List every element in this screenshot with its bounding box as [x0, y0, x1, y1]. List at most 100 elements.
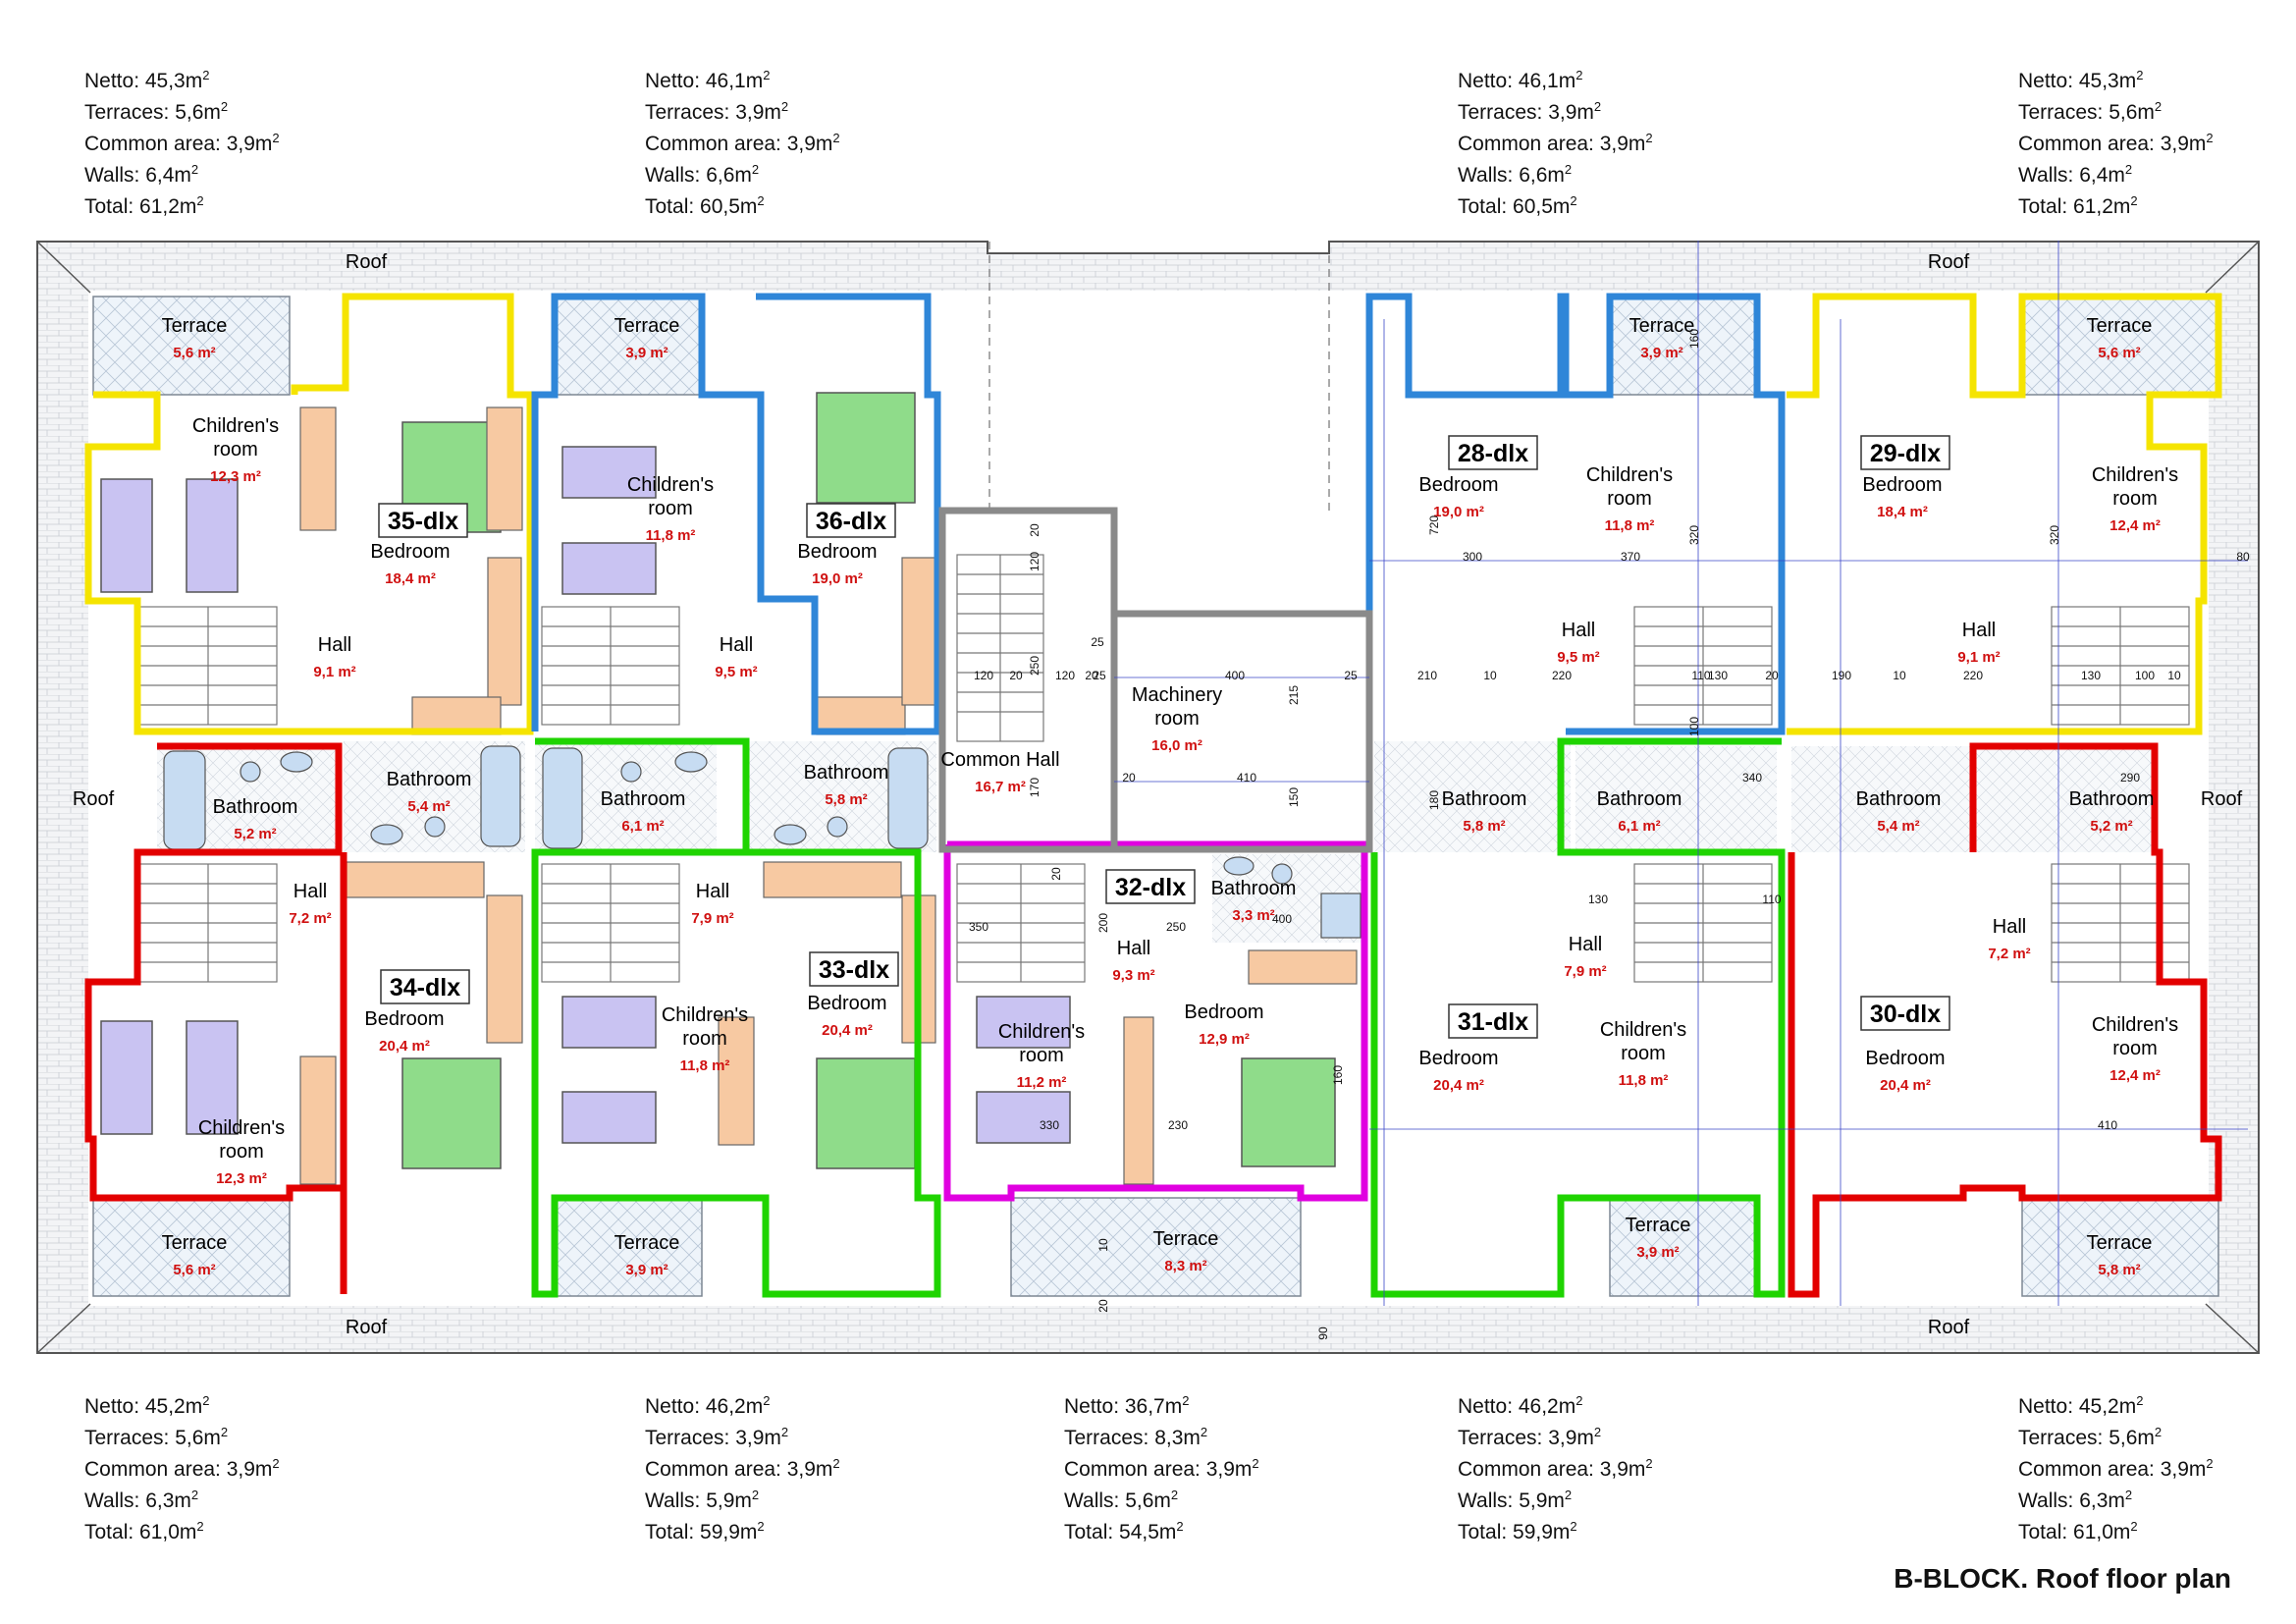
netto-text: Netto: 36,7m2 — [1064, 1393, 1190, 1418]
single-bed — [976, 996, 1071, 1049]
room-area: 20,4 m² — [1433, 1077, 1484, 1094]
dimension-number: 210 — [1417, 669, 1437, 682]
dimension-number: 150 — [1287, 787, 1301, 807]
roof-label-top-right: Roof — [1928, 251, 1970, 273]
svg-text:29-dlx: 29-dlx — [1870, 440, 1941, 467]
room-area: 7,9 m² — [1564, 963, 1606, 980]
outline-34 — [84, 742, 347, 1294]
room-name: Hall — [1117, 938, 1150, 959]
dimension-number: 25 — [1091, 635, 1104, 649]
terraces-text: Terraces: 3,9m2 — [1458, 1425, 1602, 1449]
room-name: Children's — [198, 1117, 285, 1139]
dimension-number: 110 — [1691, 669, 1710, 682]
plan-title: B-BLOCK. Roof floor plan — [1894, 1563, 2231, 1594]
summary-top-4: Netto: 45,3m2 Terraces: 5,6m2 Common are… — [2018, 63, 2214, 220]
room-area: 9,5 m² — [715, 664, 757, 680]
room-name: Bathroom — [804, 762, 889, 784]
svg-text:28-dlx: 28-dlx — [1458, 440, 1528, 467]
dimension-number: 180 — [1427, 790, 1441, 810]
room-name: room — [1019, 1045, 1064, 1066]
room-area: 12,3 m² — [210, 468, 261, 485]
room-area: 3,9 m² — [625, 1262, 667, 1278]
room-area: 7,2 m² — [289, 910, 331, 927]
room-name: Bedroom — [1418, 1048, 1498, 1069]
common-area-text: Common area: 3,9m2 — [1458, 131, 1653, 155]
double-bed — [816, 1057, 916, 1169]
sink — [280, 751, 313, 773]
room-area: 11,8 m² — [646, 527, 696, 544]
apartment-label-28: 28-dlx — [1448, 435, 1538, 470]
room-area: 20,4 m² — [1880, 1077, 1931, 1094]
room-name: Terrace — [162, 1232, 228, 1254]
dimension-number: 400 — [1272, 912, 1292, 926]
stair-36 — [541, 606, 680, 726]
outline-32 — [943, 840, 1368, 1202]
room-area: 3,9 m² — [625, 345, 667, 361]
room-name: room — [682, 1028, 727, 1050]
apartment-label-34: 34-dlx — [380, 969, 470, 1004]
room-area: 7,9 m² — [691, 910, 733, 927]
room-name: Children's — [2092, 1014, 2178, 1036]
outline-31 — [1370, 737, 1786, 1298]
dimension-number: 120 — [1028, 552, 1041, 571]
sink — [774, 824, 807, 845]
room-name: room — [1621, 1043, 1666, 1064]
room-name: Machinery — [1132, 684, 1222, 706]
room-name: Terrace — [1629, 315, 1695, 337]
double-bed — [1241, 1057, 1336, 1167]
dimension-number: 220 — [1963, 669, 1983, 682]
dimension-number: 720 — [1427, 515, 1441, 535]
apartment-label-31: 31-dlx — [1448, 1003, 1538, 1039]
room-name: room — [219, 1141, 264, 1163]
total-text: Total: 54,5m2 — [1064, 1519, 1184, 1543]
summary-bottom-3: Netto: 36,7m2 Terraces: 8,3m2 Common are… — [1064, 1388, 1259, 1545]
sink — [1223, 856, 1255, 876]
common-area-text: Common area: 3,9m2 — [84, 1456, 280, 1481]
stair-31 — [1633, 863, 1773, 983]
dimension-number: 320 — [2048, 525, 2061, 545]
double-bed — [401, 1057, 502, 1169]
furniture — [100, 392, 1336, 1169]
total-text: Total: 59,9m2 — [645, 1519, 765, 1543]
room-name: Terrace — [162, 315, 228, 337]
room-area: 18,4 m² — [1877, 504, 1928, 520]
total-text: Total: 60,5m2 — [645, 193, 765, 218]
total-text: Total: 60,5m2 — [1458, 193, 1577, 218]
dimension-number: 10 — [2167, 669, 2181, 682]
bathtub — [887, 747, 929, 849]
terrace-30 — [2021, 1197, 2219, 1297]
room-area: 9,3 m² — [1112, 967, 1154, 984]
summary-top-2: Netto: 46,1m2 Terraces: 3,9m2 Common are… — [645, 63, 840, 220]
dimension-number: 250 — [1166, 920, 1186, 934]
room-area: 12,9 m² — [1199, 1031, 1250, 1048]
svg-text:31-dlx: 31-dlx — [1458, 1008, 1528, 1036]
room-area: 6,1 m² — [621, 818, 664, 835]
dimension-number: 190 — [1832, 669, 1851, 682]
room-name: Hall — [1562, 620, 1595, 641]
room-area: 8,3 m² — [1164, 1258, 1206, 1274]
room-name: Bathroom — [2069, 788, 2155, 810]
stair-32 — [956, 863, 1086, 983]
common-area-text: Common area: 3,9m2 — [2018, 1456, 2214, 1481]
dimension-number: 350 — [969, 920, 988, 934]
room-name: room — [2112, 1038, 2158, 1059]
room-area: 16,0 m² — [1151, 737, 1202, 754]
room-area: 9,5 m² — [1557, 649, 1599, 666]
